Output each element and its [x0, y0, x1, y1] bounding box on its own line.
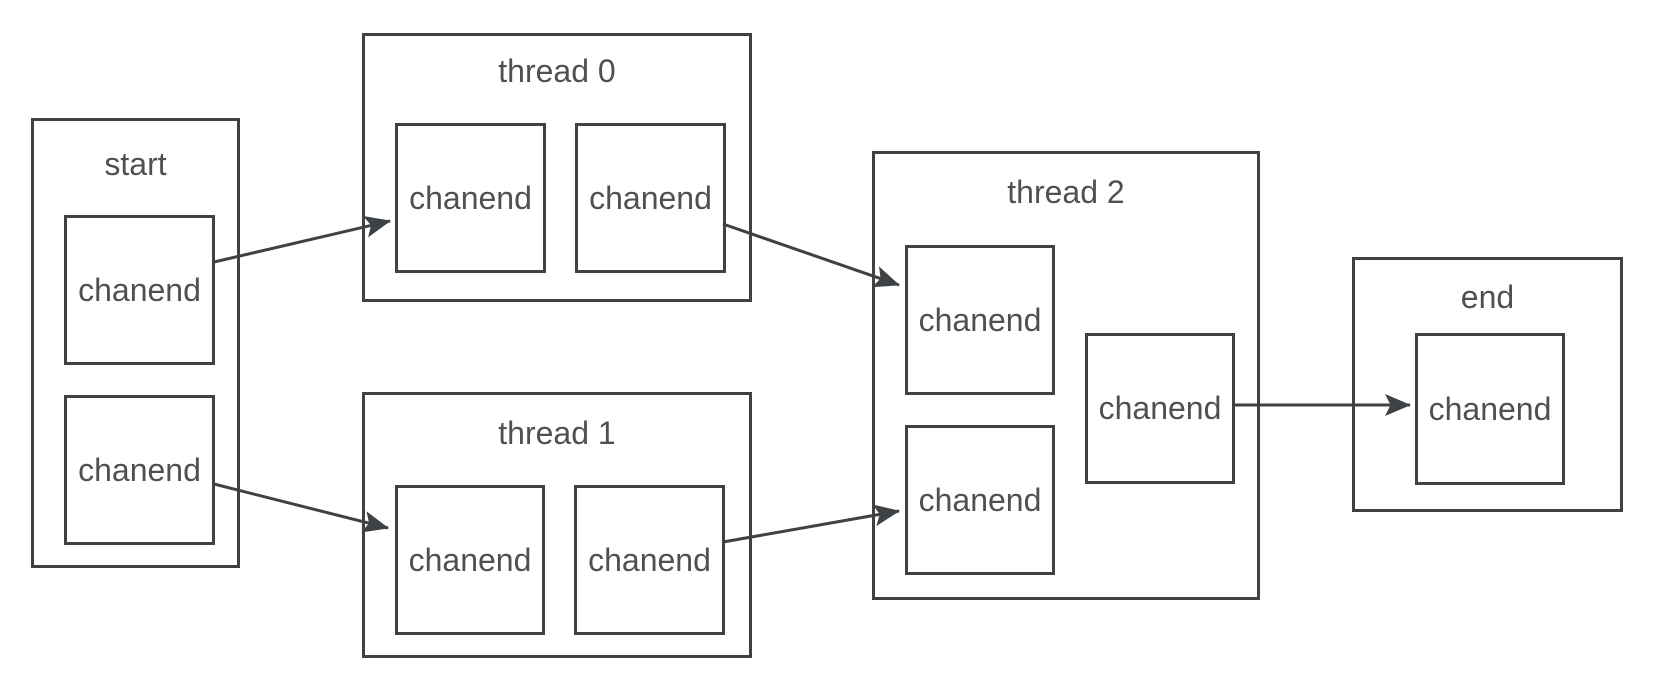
thread2-chanend-1: chanend: [905, 425, 1055, 575]
thread2-chanend-2: chanend: [1085, 333, 1235, 484]
start-chanend-0: chanend: [64, 215, 215, 365]
group-end: end chanend: [1352, 257, 1623, 512]
group-start-title: start: [104, 146, 167, 182]
thread0-chanend-0: chanend: [395, 123, 546, 273]
group-end-title: end: [1460, 279, 1515, 315]
group-thread1: thread 1 chanend chanend: [362, 392, 752, 658]
group-start: start chanend chanend: [31, 118, 240, 568]
thread1-chanend-0: chanend: [395, 485, 545, 635]
group-thread2-title: thread 2: [1007, 174, 1125, 210]
group-thread1-title: thread 1: [498, 415, 616, 451]
group-thread0-title: thread 0: [498, 53, 616, 89]
group-thread2: thread 2 chanend chanend chanend: [872, 151, 1260, 600]
thread2-chanend-0: chanend: [905, 245, 1055, 395]
group-thread0: thread 0 chanend chanend: [362, 33, 752, 302]
thread0-chanend-1: chanend: [575, 123, 726, 273]
start-chanend-1: chanend: [64, 395, 215, 545]
end-chanend-0: chanend: [1415, 333, 1565, 485]
thread1-chanend-1: chanend: [574, 485, 725, 635]
